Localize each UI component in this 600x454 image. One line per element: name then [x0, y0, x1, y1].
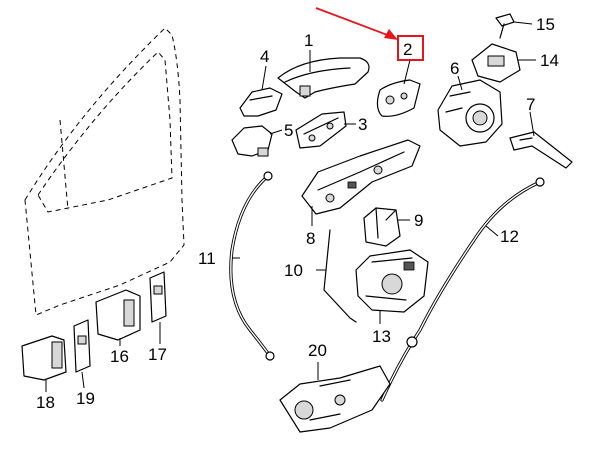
callout-20: 20 [308, 341, 327, 360]
callout-8: 8 [306, 229, 315, 248]
callout-18: 18 [36, 393, 55, 412]
callout-6: 6 [450, 59, 459, 78]
leader-lines [45, 21, 536, 392]
door-outline [24, 27, 185, 316]
callout-13: 13 [372, 327, 391, 346]
callout-17: 17 [148, 345, 167, 364]
highlight-box [397, 35, 424, 61]
callout-7: 7 [526, 95, 535, 114]
callout-5: 5 [284, 121, 293, 140]
callout-9: 9 [414, 211, 423, 230]
release-cable-left [229, 171, 275, 361]
callout-16: 16 [110, 347, 129, 366]
outside-door-handle [277, 57, 370, 99]
handle-end-cap [239, 87, 283, 117]
release-cable-right [380, 177, 545, 402]
callout-11: 11 [198, 249, 216, 268]
door-check-strap [509, 131, 573, 169]
screw [495, 13, 515, 39]
lock-cylinder-cap [231, 125, 273, 157]
callout-12: 12 [500, 227, 519, 246]
lower-hinge [21, 335, 67, 381]
upper-hinge [95, 289, 141, 341]
handle-frame-bracket [295, 111, 347, 149]
lock-module [363, 207, 401, 247]
callout-4: 4 [260, 47, 269, 66]
lock-actuator [437, 79, 503, 147]
lower-lock-mechanism [279, 365, 391, 433]
door-latch-assembly [355, 249, 429, 313]
callout-2: 2 [403, 40, 412, 59]
callout-labels: 1 2 3 4 5 6 7 8 9 10 11 12 13 14 15 16 1… [36, 15, 559, 412]
callout-15: 15 [536, 15, 555, 34]
hinge-shim-lower [73, 319, 91, 373]
door-latch-linkage [301, 139, 421, 215]
handle-bezel-cover [376, 79, 421, 117]
hinge-shim-upper [149, 271, 167, 323]
callout-1: 1 [304, 31, 313, 50]
callout-3: 3 [358, 115, 367, 134]
latch-rod [323, 229, 357, 323]
callout-14: 14 [540, 51, 559, 70]
callout-19: 19 [76, 389, 95, 408]
callout-10: 10 [284, 261, 303, 280]
mounting-bracket [471, 43, 521, 83]
highlight-arrow [315, 7, 398, 40]
